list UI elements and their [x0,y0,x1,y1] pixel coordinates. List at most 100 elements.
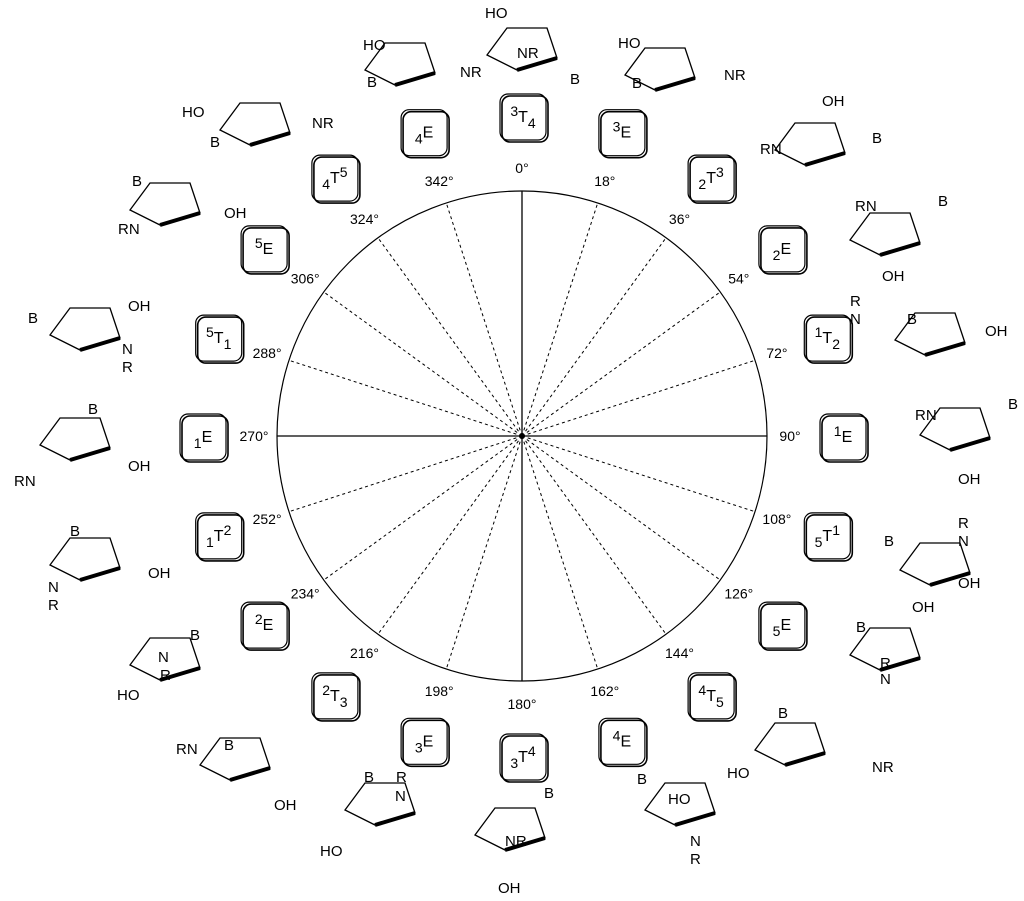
conformation-label: 3E [613,119,631,142]
bold-bond [249,131,291,147]
substituent-label: B [872,130,882,147]
conformation-label: 1E [194,429,212,451]
ring-bonds [754,722,826,766]
label-main: T [706,170,716,187]
substituent-label: B [132,173,142,190]
conformation-box: 4E [400,109,450,159]
spoke-288 [288,359,523,437]
conformation-label: 3E [415,733,433,755]
box-shadow [313,156,361,204]
box-shadow [821,415,869,463]
box-shadow [402,719,450,768]
substituent-label: R [880,655,891,672]
bold-bond [504,836,546,852]
substituent-label: B [778,705,788,722]
ring-bonds [344,782,416,826]
box-frame [819,413,867,461]
box-frame [687,154,735,202]
substituent-label: HO [320,843,343,860]
substituent-label: N [122,341,133,358]
box-frame [400,717,448,765]
conformation-box: 4T5 [311,154,361,204]
box-shadow [805,316,854,364]
substituent-label: N [880,671,891,688]
conformation-label: 4T5 [698,682,724,710]
spoke-252 [288,435,523,513]
ring-bonds [486,27,558,71]
angle-label: 108° [762,511,791,527]
label-main: T [822,330,832,347]
angle-label: 288° [253,345,282,361]
bold-bond [879,241,921,257]
substituent-label: OH [274,797,297,814]
conformation-box: 3E [400,717,450,768]
substituent-label: OH [224,205,247,222]
substituent-label: OH [128,298,151,315]
angle-label: 234° [291,586,320,602]
conformation-box: 3E [598,109,648,159]
ring-bonds [474,807,546,851]
conformation-box: 1T2 [803,314,854,364]
label-main: T [822,528,832,545]
label-pre-sub: 5 [773,623,781,639]
substituent-label: R [958,515,969,532]
box-frame [758,601,806,649]
conformation-box: 2T3 [687,154,737,204]
angle-label: 54° [728,271,749,287]
box-shadow [689,674,737,722]
angle-label: 342° [425,173,454,189]
substituent-label: B [938,193,948,210]
substituent-label: RN [14,473,36,490]
angle-label: 180° [508,696,537,712]
bold-bond [804,151,846,167]
substituent-label: R [48,597,59,614]
substituent-label: NR [872,759,894,776]
box-shadow [689,156,737,204]
label-main: T [518,749,528,766]
substituent-label: B [884,533,894,550]
substituent-label: B [544,785,554,802]
label-pre-sup: 3 [613,119,621,135]
substituent-label: RN [176,741,198,758]
label-pre-sub: 5 [815,534,823,550]
conformation-box: 5T1 [195,314,245,364]
label-pre-sub: 4 [322,176,330,192]
substituent-label: NR [312,115,334,132]
ring-bonds [39,417,111,461]
substituent-label: B [632,75,642,92]
conformation-label: 4T5 [322,164,348,192]
substituent-label: OH [882,268,905,285]
box-shadow [242,227,290,275]
substituent-label: RN [760,141,782,158]
label-main: T [330,688,340,705]
angle-label: 72° [766,345,787,361]
ring-bonds [849,627,921,671]
box-shadow [805,514,854,562]
bold-bond [654,76,696,92]
conformation-box: 3T4 [499,733,549,783]
label-main: E [620,733,631,750]
conformation-box: 2E [240,601,290,651]
conformation-box: 1T2 [195,512,245,562]
substituent-label: HO [182,104,205,121]
label-post-sub: 5 [716,694,724,710]
ring-bonds [624,47,696,91]
label-post-sup: 3 [716,164,724,180]
substituent-label: OH [912,599,935,616]
label-main: T [706,688,716,705]
ring-bonds [644,782,716,826]
label-pre-sub: 1 [206,534,214,550]
substituent-label: N [395,788,406,805]
label-pre-sub: 2 [773,247,781,263]
ring-bonds [894,312,966,356]
ring-bonds [199,737,271,781]
